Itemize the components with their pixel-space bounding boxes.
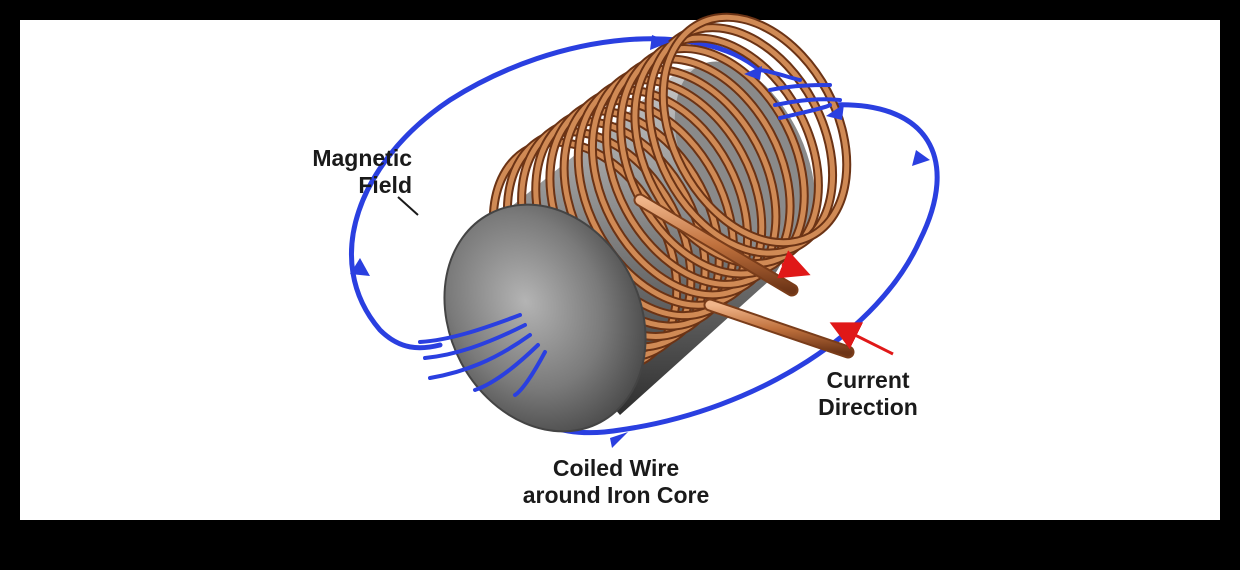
coiled-wire-label: Coiled Wire around Iron Core: [496, 455, 736, 509]
field-lines-right-bundle: [758, 68, 842, 120]
magnetic-field-label-line2: Field: [358, 172, 412, 198]
field-lines-left-bundle: [418, 313, 547, 397]
current-direction-label: Current Direction: [800, 367, 936, 421]
coil-winding: [660, 14, 850, 246]
copper-coil: [488, 12, 852, 373]
current-direction-label-line1: Current: [826, 367, 910, 393]
coiled-wire-label-line1: Coiled Wire: [552, 455, 680, 481]
wire-leads: [633, 193, 855, 359]
current-direction-label-line2: Direction: [818, 394, 918, 420]
magnetic-field-pointer: [397, 196, 419, 216]
field-line-arrow-icon: [350, 35, 930, 448]
magnetic-field-label: Magnetic Field: [286, 145, 412, 199]
current-arrow-icon: [777, 250, 894, 356]
magnetic-field-label-line1: Magnetic: [312, 145, 412, 171]
iron-core-front-face: [443, 203, 647, 433]
coiled-wire-label-line2: around Iron Core: [522, 482, 710, 508]
